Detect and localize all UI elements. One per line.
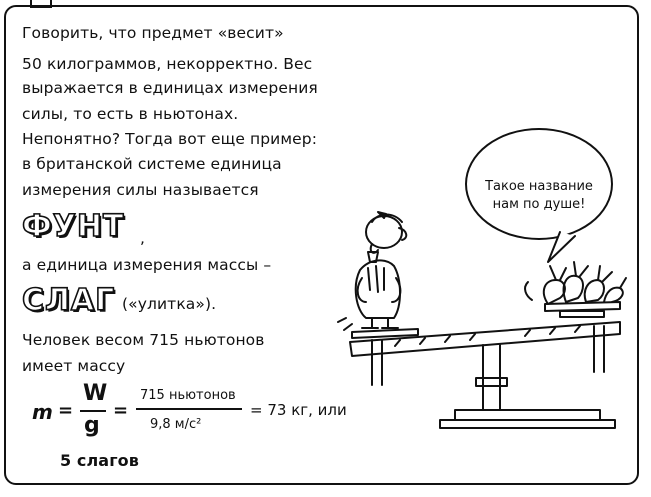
formula-fraction-bar-1 — [80, 410, 106, 412]
formula-m: m — [32, 400, 53, 424]
snail-group — [524, 261, 627, 305]
pound-word: ФУНТ — [21, 208, 125, 245]
slug-note: («улитка»). — [122, 295, 217, 313]
beam-ticks — [394, 325, 581, 347]
person-line-2: имеет массу — [22, 357, 126, 375]
answer-text: 5 слагов — [60, 451, 139, 470]
text-line-5: Непонятно? Тогда вот еще пример: — [22, 130, 318, 148]
formula-g: g — [84, 413, 100, 438]
speech-bubble-text: Такое название нам по душе! — [472, 178, 606, 214]
pound-comma: , — [140, 229, 146, 247]
speech-bubble-tail — [547, 231, 576, 263]
mass-line: а единица измерения массы – — [22, 256, 272, 274]
formula-equals-2: = — [113, 400, 129, 421]
slug-word: СЛАГ — [21, 282, 116, 319]
right-pan-support — [559, 310, 605, 318]
formula-denominator: 9,8 м/с² — [150, 417, 202, 432]
speech-bubble-line-1: Такое название — [485, 179, 593, 194]
formula-fraction-bar-2 — [136, 408, 242, 410]
scale-post-collar — [475, 377, 508, 387]
previous-panel-edge — [30, 0, 52, 8]
speech-bubble — [465, 128, 613, 240]
person-line-1: Человек весом 715 ньютонов — [22, 331, 265, 349]
formula-equals-1: = — [58, 400, 74, 421]
right-post — [593, 325, 605, 373]
text-line-3: выражается в единицах измерения — [22, 79, 318, 97]
text-line-1: Говорить, что предмет «весит» — [22, 24, 284, 42]
left-pan — [351, 328, 419, 339]
scale-base — [454, 409, 601, 421]
text-line-4: силы, то есть в ньютонах. — [22, 105, 239, 123]
formula-numerator: 715 ньютонов — [140, 388, 236, 403]
formula-w: W — [83, 381, 108, 406]
right-pan — [544, 301, 621, 312]
formula-result: = 73 кг, или — [250, 401, 347, 419]
left-post — [371, 339, 383, 386]
scale-base-lower — [439, 419, 616, 429]
person-figure — [337, 211, 408, 331]
text-line-2: 50 килограммов, некорректно. Вес — [22, 55, 313, 73]
scale-beam — [349, 321, 621, 357]
comic-panel-frame — [4, 5, 639, 485]
speech-bubble-line-2: нам по душе! — [492, 197, 586, 212]
text-line-6: в британской системе единица — [22, 155, 282, 173]
text-line-7: измерения силы называется — [22, 181, 259, 199]
